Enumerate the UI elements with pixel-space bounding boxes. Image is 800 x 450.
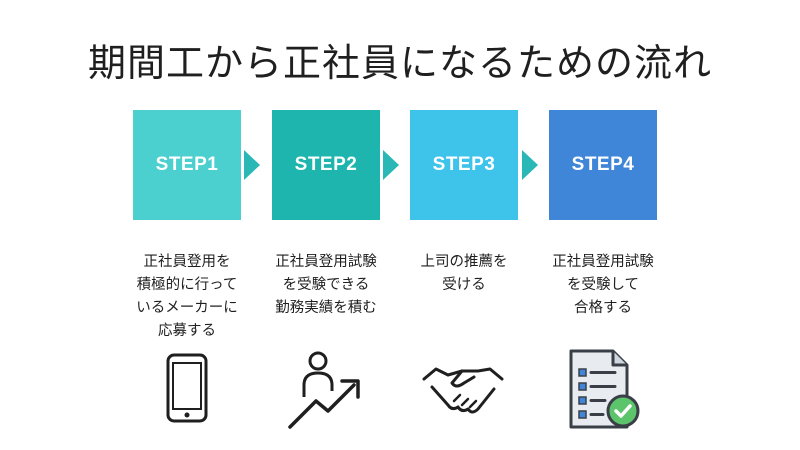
step-2-box: STEP2 xyxy=(272,110,380,220)
step-4-box: STEP4 xyxy=(549,110,657,220)
step-1-to-2-arrow xyxy=(244,150,260,180)
step-1-desc-line: いるメーカーに xyxy=(136,300,238,316)
step-2-desc-line: 勤務実績を積む xyxy=(275,300,377,316)
smartphone-icon xyxy=(166,353,208,423)
step-1-box: STEP1 xyxy=(133,110,241,220)
step-1-desc-line: 正社員登用を xyxy=(143,254,231,270)
step-3-description: 上司の推薦を 受ける xyxy=(394,251,534,297)
step-2-label: STEP2 xyxy=(294,154,358,175)
step-2-desc-line: を受験できる xyxy=(282,277,370,293)
step-3-desc-line: 受ける xyxy=(442,277,486,293)
step-3-box: STEP3 xyxy=(410,110,518,220)
page-title: 期間工から正社員になるための流れ xyxy=(87,41,712,85)
step-4-desc-line: 合格する xyxy=(574,300,632,316)
step-3-desc-line: 上司の推薦を xyxy=(420,254,508,270)
checklist-document-icon xyxy=(569,349,640,429)
handshake-icon xyxy=(422,367,504,414)
step-2-to-3-arrow xyxy=(383,150,399,180)
step-4-desc-line: を受験して xyxy=(566,277,640,293)
step-2-desc-line: 正社員登用試験 xyxy=(275,254,377,270)
person-climbing-arrow-icon xyxy=(288,351,360,429)
step-4-description: 正社員登用試験 を受験して 合格する xyxy=(533,251,673,320)
step-3-label: STEP3 xyxy=(432,154,496,175)
step-4-label: STEP4 xyxy=(571,154,635,175)
step-3-to-4-arrow xyxy=(522,150,538,180)
step-2-description: 正社員登用試験 を受験できる 勤務実績を積む xyxy=(256,251,396,320)
step-1-description: 正社員登用を 積極的に行って いるメーカーに 応募する xyxy=(117,251,257,343)
step-1-label: STEP1 xyxy=(155,154,219,175)
step-1-desc-line: 積極的に行って xyxy=(136,277,238,293)
step-1-desc-line: 応募する xyxy=(158,323,216,339)
step-4-desc-line: 正社員登用試験 xyxy=(552,254,654,270)
